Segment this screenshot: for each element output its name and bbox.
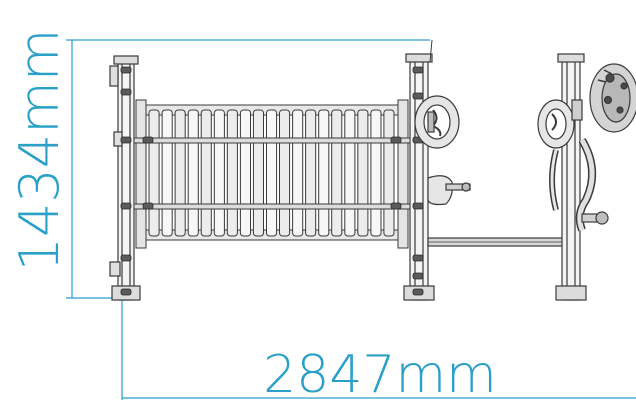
height-dimension bbox=[66, 39, 430, 299]
center-plate-holder bbox=[414, 95, 471, 206]
width-label: 2847mm bbox=[263, 345, 497, 400]
bolt bbox=[120, 202, 132, 210]
bolt bbox=[412, 202, 424, 210]
right-plate-holder bbox=[537, 63, 636, 232]
slat bbox=[331, 109, 343, 237]
slat bbox=[305, 109, 317, 237]
bolt bbox=[120, 88, 132, 96]
slat bbox=[292, 109, 304, 237]
slat bbox=[187, 109, 199, 237]
right-post-base bbox=[555, 285, 587, 301]
slat bbox=[252, 109, 264, 237]
slat bbox=[344, 109, 356, 237]
slat bbox=[383, 109, 395, 237]
width-dimension bbox=[121, 298, 636, 400]
bolt bbox=[390, 136, 402, 144]
slat bbox=[239, 109, 251, 237]
bolt bbox=[120, 66, 132, 74]
right-post bbox=[561, 59, 581, 301]
left-post-cap bbox=[113, 55, 139, 65]
connecting-bar bbox=[427, 237, 565, 247]
slat bbox=[279, 109, 291, 237]
slat bbox=[266, 109, 278, 237]
slat bbox=[174, 109, 186, 237]
bolt bbox=[142, 202, 154, 210]
bolt bbox=[412, 254, 424, 262]
slat bbox=[370, 109, 382, 237]
bolt bbox=[412, 66, 424, 74]
bolt bbox=[120, 136, 132, 144]
frame-rails bbox=[133, 137, 411, 210]
right-frame bbox=[555, 53, 587, 301]
slat bbox=[148, 109, 160, 237]
bolt bbox=[412, 288, 424, 296]
height-label: 1434mm bbox=[8, 29, 71, 272]
bolt bbox=[412, 272, 424, 280]
slat bbox=[161, 109, 173, 237]
slat bbox=[318, 109, 330, 237]
bolt bbox=[412, 92, 424, 100]
bolt bbox=[142, 136, 154, 144]
bolt bbox=[390, 202, 402, 210]
bolt bbox=[120, 288, 132, 296]
slat bbox=[200, 109, 212, 237]
slat bbox=[226, 109, 238, 237]
weight-plate-lower bbox=[427, 175, 453, 206]
slats bbox=[148, 109, 395, 237]
slat bbox=[213, 109, 225, 237]
bolt bbox=[120, 254, 132, 262]
slat bbox=[357, 109, 369, 237]
